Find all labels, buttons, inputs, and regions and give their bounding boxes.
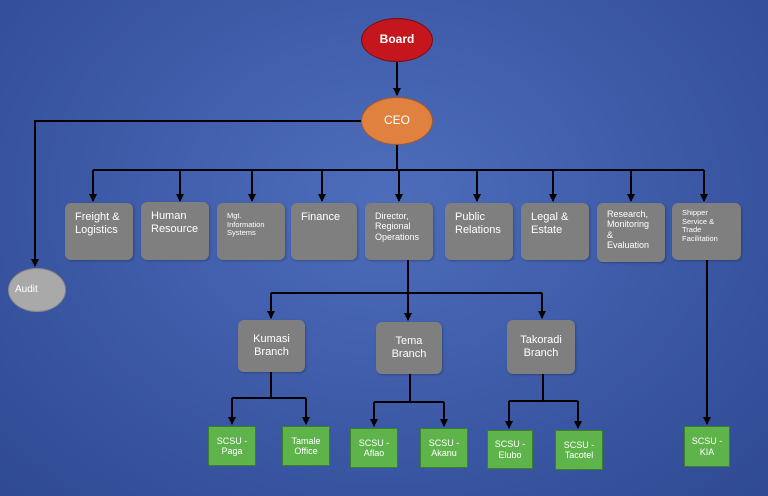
- scsu-label: SCSU - Akanu: [428, 437, 460, 458]
- dept-label: Finance: [301, 211, 341, 223]
- dept-label: Mgt. Information Systems: [227, 211, 265, 238]
- dept-human-resource: Human Resource: [141, 202, 209, 260]
- dept-label: Human Resource: [151, 210, 199, 235]
- branch-takoradi: Takoradi Branch: [507, 320, 575, 374]
- dept-freight-logistics: Freight & Logistics: [65, 203, 133, 260]
- scsu-tacotel: SCSU - Tacotel: [555, 430, 603, 470]
- scsu-label: SCSU - Tacotel: [563, 439, 595, 460]
- dept-finance: Finance: [291, 203, 357, 260]
- ceo-label: CEO: [383, 113, 410, 128]
- branch-label: Tema Branch: [391, 335, 427, 360]
- branch-label: Kumasi Branch: [253, 333, 290, 358]
- dept-label: Research, Monitoring & Evaluation: [607, 209, 650, 251]
- branch-tema: Tema Branch: [376, 322, 442, 374]
- dept-label: Shipper Service & Trade Facilitation: [682, 208, 718, 243]
- scsu-label: SCSU - KIA: [691, 436, 723, 457]
- board-node: Board: [361, 18, 433, 62]
- dept-shipper-service-trade-facilitation: Shipper Service & Trade Facilitation: [672, 203, 741, 260]
- dept-research-monitoring-evaluation: Research, Monitoring & Evaluation: [597, 203, 665, 262]
- dept-label: Director, Regional Operations: [375, 211, 420, 242]
- scsu-aflao: SCSU - Aflao: [350, 428, 398, 468]
- dept-legal-estate: Legal & Estate: [521, 203, 589, 260]
- dept-label: Legal & Estate: [531, 211, 569, 236]
- scsu-paga: SCSU - Paga: [208, 426, 256, 466]
- branch-kumasi: Kumasi Branch: [238, 320, 305, 372]
- scsu-label: SCSU - Aflao: [358, 437, 390, 458]
- scsu-elubo: SCSU - Elubo: [487, 430, 533, 469]
- audit-label: Audit: [15, 284, 38, 296]
- scsu-label: SCSU - Paga: [216, 435, 248, 456]
- ceo-node: CEO: [361, 97, 433, 145]
- scsu-akanu: SCSU - Akanu: [420, 428, 468, 468]
- dept-director-regional-operations: Director, Regional Operations: [365, 203, 433, 260]
- scsu-tamale-office: Tamale Office: [282, 426, 330, 466]
- audit-node: Audit: [8, 268, 66, 312]
- branch-label: Takoradi Branch: [520, 334, 562, 359]
- dept-mgt-information-systems: Mgt. Information Systems: [217, 203, 285, 260]
- scsu-label: SCSU - Elubo: [494, 439, 526, 460]
- scsu-label: Tamale Office: [291, 435, 321, 456]
- dept-public-relations: Public Relations: [445, 203, 513, 260]
- board-label: Board: [379, 32, 415, 47]
- dept-label: Public Relations: [455, 211, 501, 236]
- dept-label: Freight & Logistics: [75, 211, 120, 236]
- scsu-kia: SCSU - KIA: [684, 426, 730, 467]
